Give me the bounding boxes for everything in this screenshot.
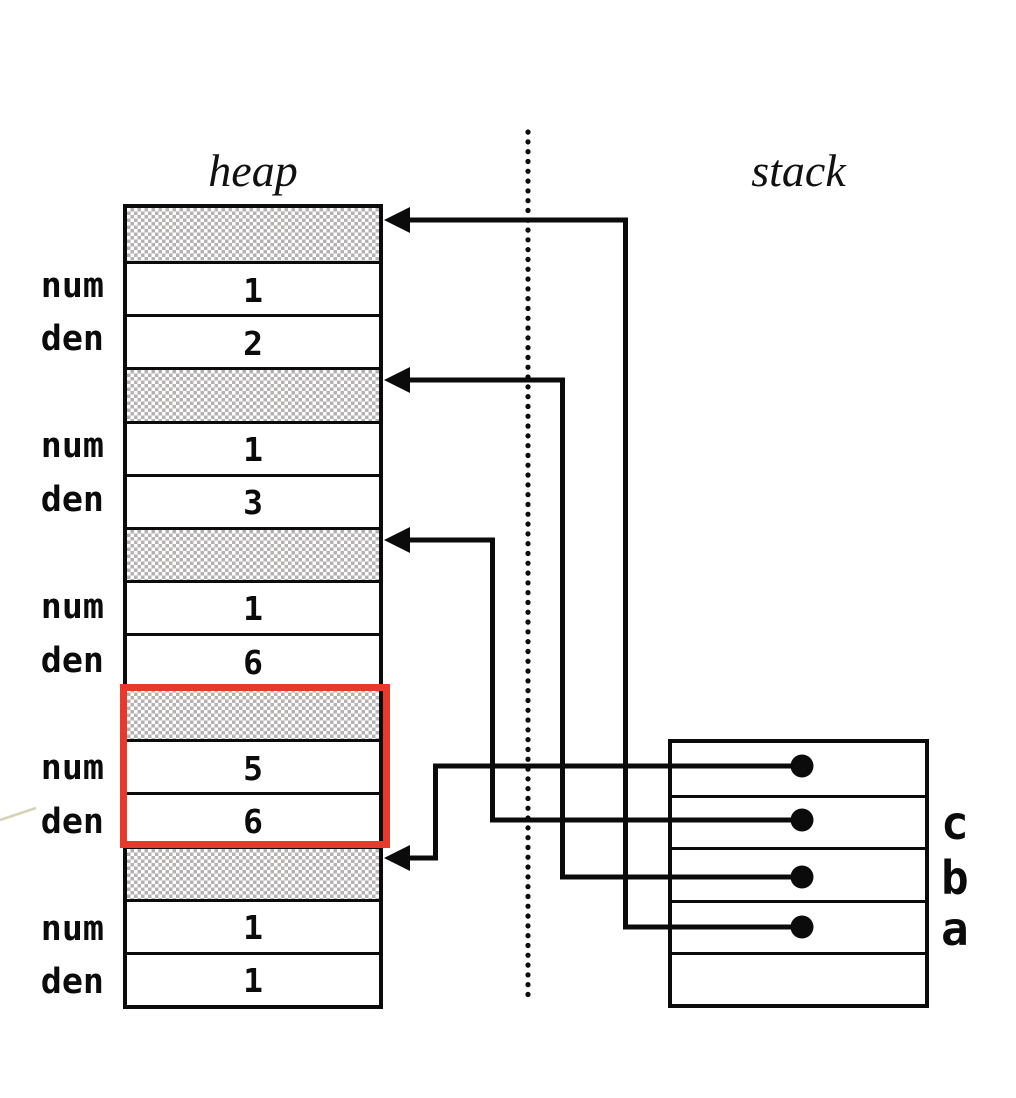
field-label-den-5: den: [40, 962, 104, 1002]
arrowhead-b: [384, 367, 410, 393]
heap-object2-den: 3: [127, 473, 379, 527]
field-label-num-5: num: [40, 909, 104, 949]
arrowhead-c: [384, 527, 410, 553]
stack-memory-box: [668, 739, 929, 1008]
heap-object5-den-value: 1: [243, 961, 263, 1001]
variable-label-c: c: [941, 796, 969, 850]
stack-slot-c: [672, 795, 925, 848]
field-label-den-1: den: [40, 319, 104, 359]
variable-label-a: a: [941, 902, 969, 956]
heap-object2-num-value: 1: [243, 430, 263, 470]
stack-slot-top: [672, 743, 925, 796]
stack-slot-b: [672, 847, 925, 900]
heap-object5-den: 1: [127, 951, 379, 1005]
heap-object4-num: 5: [127, 739, 379, 793]
heap-object2-den-value: 3: [243, 483, 263, 523]
field-label-den-4: den: [40, 802, 104, 842]
heap-object1-den: 2: [127, 314, 379, 368]
heap-object3-den-value: 6: [243, 642, 263, 682]
field-label-num-2: num: [40, 426, 104, 466]
stack-slot-a: [672, 899, 925, 952]
stack-slot-unused: [672, 951, 925, 1004]
orphaned-object-highlight: [120, 684, 390, 848]
heap-object2-num: 1: [127, 420, 379, 474]
heap-object1-header: [127, 208, 379, 262]
variable-label-b: b: [941, 851, 969, 905]
arrowhead-top-slot: [384, 845, 410, 871]
heap-object1-num: 1: [127, 261, 379, 315]
heap-object4-den: 6: [127, 792, 379, 846]
heap-object3-header: [127, 526, 379, 580]
heap-object4-num-value: 5: [243, 748, 263, 788]
heap-object2-header: [127, 367, 379, 421]
field-label-num-4: num: [40, 748, 104, 788]
heap-object3-num-value: 1: [243, 589, 263, 629]
heap-object5-num: 1: [127, 898, 379, 952]
arrowhead-a: [384, 207, 410, 233]
heap-object5-header: [127, 845, 379, 899]
heap-title: heap: [208, 145, 298, 196]
field-label-num-1: num: [40, 266, 104, 306]
heap-object5-num-value: 1: [243, 908, 263, 948]
heap-object1-num-value: 1: [243, 270, 263, 310]
heap-object4-den-value: 6: [243, 802, 263, 842]
heap-object3-den: 6: [127, 633, 379, 687]
field-label-num-3: num: [40, 587, 104, 627]
stack-title: stack: [751, 145, 846, 196]
heap-object1-den-value: 2: [243, 323, 263, 363]
heap-object3-num: 1: [127, 579, 379, 634]
field-label-den-3: den: [40, 641, 104, 681]
heap-memory-box: 1 2 1 3 1 6 5 6 1 1: [123, 204, 383, 1009]
field-label-den-2: den: [40, 480, 104, 520]
